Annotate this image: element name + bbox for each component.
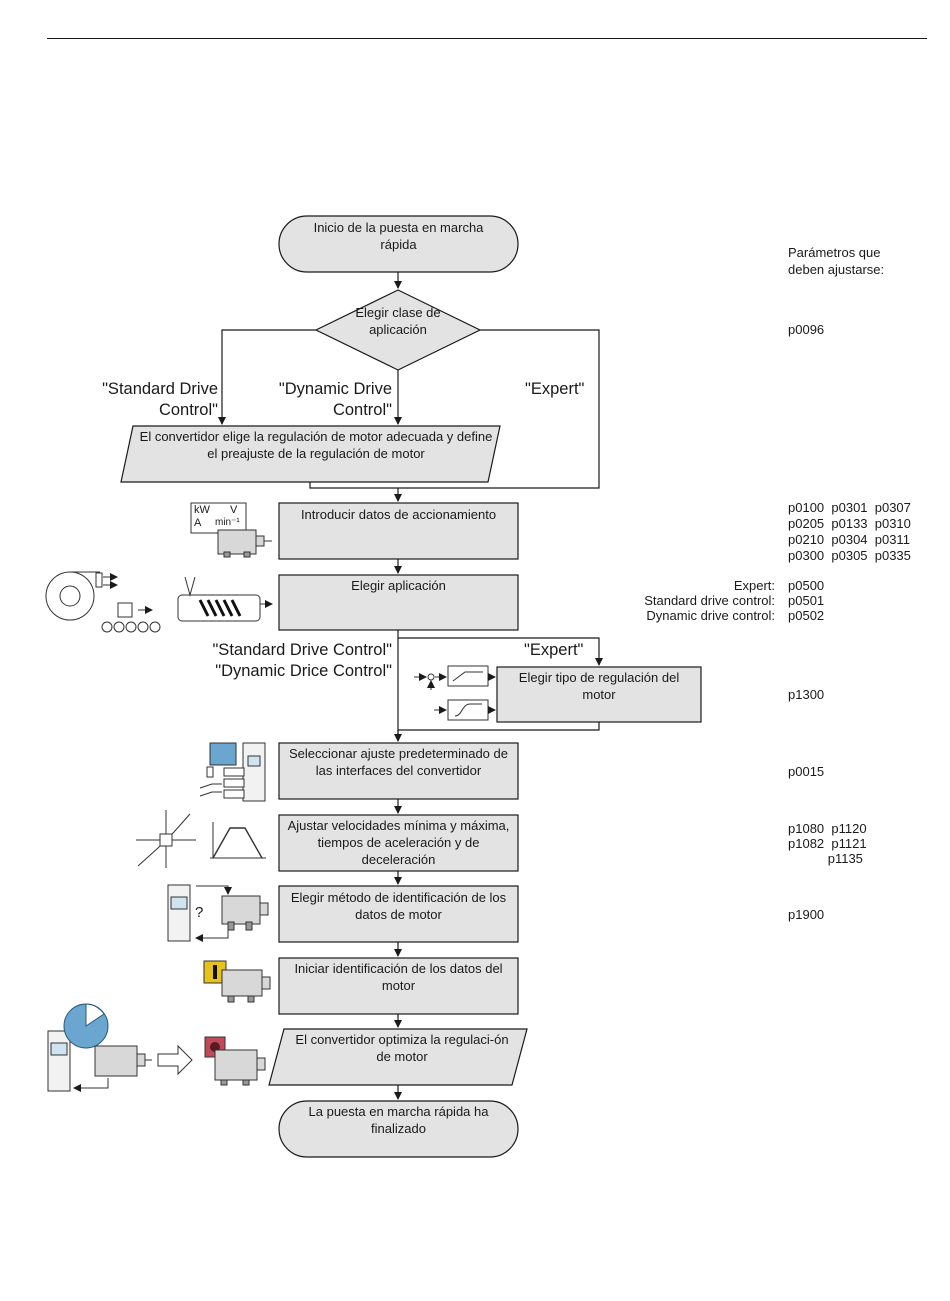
control-type-icon: [427, 665, 489, 721]
param-drive-row: p0100 p0301 p0307: [788, 500, 911, 515]
drive-data-box: [278, 502, 519, 560]
branch-standard-label: "Standard Drive Control": [102, 380, 218, 419]
control-type-box: [496, 666, 702, 723]
branch2-expert-label: "Expert": [524, 641, 584, 659]
optimize-label: El convertidor optimiza la regulaci-ón d…: [295, 1032, 509, 1064]
param-drive-row: p0210 p0304 p0311: [788, 532, 910, 547]
interfaces-label: Seleccionar ajuste predeterminado de las…: [289, 746, 508, 778]
param-drive-row: p0300 p0305 p0335: [788, 548, 911, 563]
param-app-label: Dynamic drive control:: [646, 608, 775, 623]
ident-start-label: Iniciar identificación de los datos del …: [294, 961, 503, 993]
application-label: Elegir aplicación: [351, 578, 446, 593]
branch-expert-label: "Expert": [525, 380, 585, 398]
param-speeds-row: p1080 p1120: [788, 821, 867, 836]
ident-method-box: [278, 885, 519, 943]
question-mark: ?: [195, 904, 204, 921]
params-header-2: deben ajustarse:: [788, 262, 885, 277]
nameplate-min: min⁻¹: [215, 517, 240, 528]
drive-data-label: Introducir datos de accionamiento: [300, 507, 497, 522]
top-rule: [47, 38, 927, 39]
optimize-icon: [47, 1003, 266, 1092]
converter-select-label: El convertidor elige la regulación de mo…: [139, 429, 493, 461]
interfaces-icon: [199, 742, 266, 802]
nameplate-kw: kW: [194, 504, 210, 516]
ident-start-icon: [203, 960, 271, 1003]
start-label: Inicio de la puesta en marcha rápida: [313, 220, 484, 252]
end-terminal: [278, 1100, 519, 1158]
speeds-label: Ajustar velocidades mínima y máxima, tie…: [287, 818, 510, 867]
branch2-dynamic-label: "Dynamic Drice Control": [215, 662, 392, 680]
nameplate-a: A: [194, 517, 202, 529]
ident-method-icon: [167, 884, 269, 942]
end-label: La puesta en marcha rápida ha finalizado: [308, 1104, 489, 1136]
interfaces-box: [278, 742, 519, 800]
speeds-icon: [136, 810, 266, 868]
param-interfaces: p0015: [788, 764, 825, 779]
param-speeds-row: p1082 p1121: [788, 836, 867, 851]
control-type-label: Elegir tipo de regulación del motor: [518, 670, 680, 702]
param-app-value: p0500: [788, 578, 825, 593]
param-ident: p1900: [788, 907, 825, 922]
param-decision: p0096: [788, 322, 825, 337]
param-speeds-row: p1135: [788, 851, 863, 866]
param-app-value: p0502: [788, 608, 825, 623]
optimize-shape: [268, 1028, 528, 1086]
decision-label: Elegir clase de aplicación: [355, 305, 441, 337]
param-drive-row: p0205 p0133 p0310: [788, 516, 911, 531]
application-icon: [45, 571, 261, 633]
branch-dynamic-label: "Dynamic Drive Control": [278, 380, 392, 419]
param-control: p1300: [788, 687, 825, 702]
ident-method-label: Elegir método de identificación de los d…: [290, 890, 507, 922]
params-header-1: Parámetros que: [788, 245, 881, 260]
param-app-value: p0501: [788, 593, 825, 608]
application-box: [278, 574, 519, 631]
nameplate-v: V: [230, 504, 238, 516]
converter-select-shape: [120, 425, 501, 483]
nameplate-motor-icon: [190, 502, 272, 558]
param-app-label: Expert:: [733, 578, 775, 593]
branch2-standard-label: "Standard Drive Control": [212, 641, 392, 659]
param-app-label: Standard drive control:: [644, 593, 775, 608]
